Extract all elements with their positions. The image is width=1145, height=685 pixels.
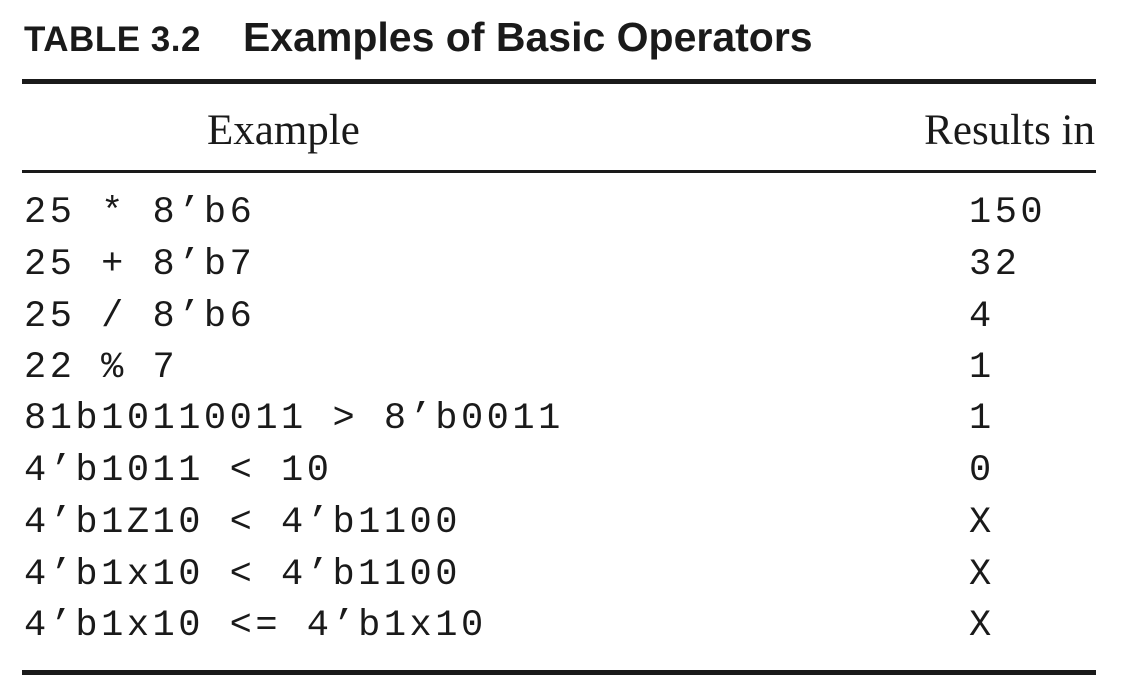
table-row: 4’b1011 < 10 0 — [0, 450, 1145, 502]
table-row: 4’b1Z10 < 4’b1100 X — [0, 502, 1145, 554]
result-cell: 1 — [969, 347, 995, 389]
column-header-results: Results in — [924, 107, 1095, 154]
column-header-example: Example — [207, 107, 360, 154]
example-cell: 4’b1x10 < 4’b1100 — [24, 554, 461, 596]
table-row: 4’b1x10 <= 4’b1x10 X — [0, 605, 1145, 657]
example-cell: 25 / 8’b6 — [24, 296, 256, 338]
example-cell: 4’b1011 < 10 — [24, 450, 333, 492]
example-cell: 4’b1x10 <= 4’b1x10 — [24, 605, 487, 647]
table-row: 25 * 8’b6 150 — [0, 192, 1145, 244]
example-cell: 25 + 8’b7 — [24, 244, 256, 286]
example-cell: 25 * 8’b6 — [24, 192, 256, 234]
result-cell: 150 — [969, 192, 1047, 234]
table-row: 25 / 8’b6 4 — [0, 296, 1145, 348]
header-rule — [22, 170, 1096, 173]
result-cell: 32 — [969, 244, 1021, 286]
table-row: 81b10110011 > 8’b0011 1 — [0, 398, 1145, 450]
result-cell: X — [969, 554, 995, 596]
result-cell: 1 — [969, 398, 995, 440]
example-cell: 81b10110011 > 8’b0011 — [24, 398, 564, 440]
bottom-rule — [22, 670, 1096, 675]
result-cell: X — [969, 605, 995, 647]
example-cell: 22 % 7 — [24, 347, 179, 389]
result-cell: X — [969, 502, 995, 544]
example-cell: 4’b1Z10 < 4’b1100 — [24, 502, 461, 544]
table-title: Examples of Basic Operators — [242, 14, 813, 60]
top-rule — [22, 79, 1096, 84]
table-row: 22 % 7 1 — [0, 347, 1145, 399]
result-cell: 4 — [969, 296, 995, 338]
table-caption: TABLE 3.2 Examples of Basic Operators — [24, 14, 813, 61]
table-number: TABLE 3.2 — [24, 20, 201, 59]
table-row: 25 + 8’b7 32 — [0, 244, 1145, 296]
result-cell: 0 — [969, 450, 995, 492]
table-row: 4’b1x10 < 4’b1100 X — [0, 554, 1145, 606]
